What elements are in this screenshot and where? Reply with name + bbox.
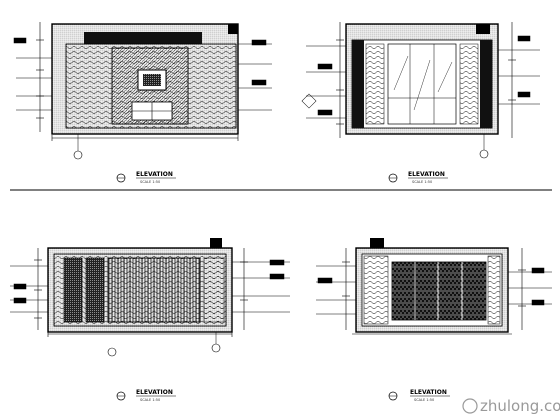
elev2-right-panel	[459, 43, 479, 125]
elev2-title: ELEVATION	[408, 171, 445, 178]
elev2-glass-panel	[387, 43, 457, 125]
elev3-side-panel	[203, 257, 225, 323]
elevation-1: ELEVATION SCALE 1:50	[13, 22, 272, 184]
elev2-ceiling-block	[476, 24, 490, 34]
elevation-4: ELEVATION SCALE 1:50	[316, 238, 552, 402]
watermark-logo-icon	[462, 398, 478, 414]
elev3-leaders	[10, 259, 290, 313]
elev1-ceiling-dark	[84, 32, 202, 44]
elev4-left-panel	[363, 255, 389, 325]
elev2-left-panel	[365, 43, 385, 125]
elev4-title: ELEVATION	[410, 389, 447, 396]
elev3-door-right	[85, 257, 105, 323]
elev2-dimensions	[336, 22, 516, 138]
elev3-slat-screen	[107, 257, 201, 323]
elev1-title: ELEVATION	[136, 171, 173, 178]
watermark-text: zhulong.com	[480, 397, 560, 415]
elev1-scale-note: SCALE 1:50	[140, 180, 160, 184]
elev4-scale-note: SCALE 1:50	[414, 398, 434, 402]
elev1-ceiling-block	[228, 24, 238, 34]
elev4-dimensions	[342, 248, 526, 335]
elev2-grid-marker	[479, 149, 489, 159]
elev2-left-column	[352, 40, 364, 128]
elev1-picture	[143, 74, 161, 86]
elev3-scale-note: SCALE 1:50	[140, 398, 160, 402]
elev2-scale-note: SCALE 1:50	[412, 180, 432, 184]
elev3-title: ELEVATION	[136, 389, 173, 396]
elev3-grid-marker-left	[107, 347, 117, 357]
elev3-ceiling-block	[210, 238, 222, 248]
elev2-right-column	[480, 40, 492, 128]
elev4-textured-wall	[391, 261, 487, 321]
elev3-door-left	[63, 257, 83, 323]
elev4-ceiling-block	[370, 238, 384, 248]
elev1-grid-marker	[73, 150, 83, 160]
elev4-right-panel	[487, 255, 501, 325]
elev3-dimensions	[34, 248, 248, 337]
watermark: zhulong.com	[462, 397, 560, 415]
elev3-grid-marker-right	[211, 343, 221, 353]
elevation-2: ELEVATION SCALE 1:50	[301, 22, 540, 184]
elevation-3: ELEVATION SCALE 1:50	[10, 238, 290, 402]
